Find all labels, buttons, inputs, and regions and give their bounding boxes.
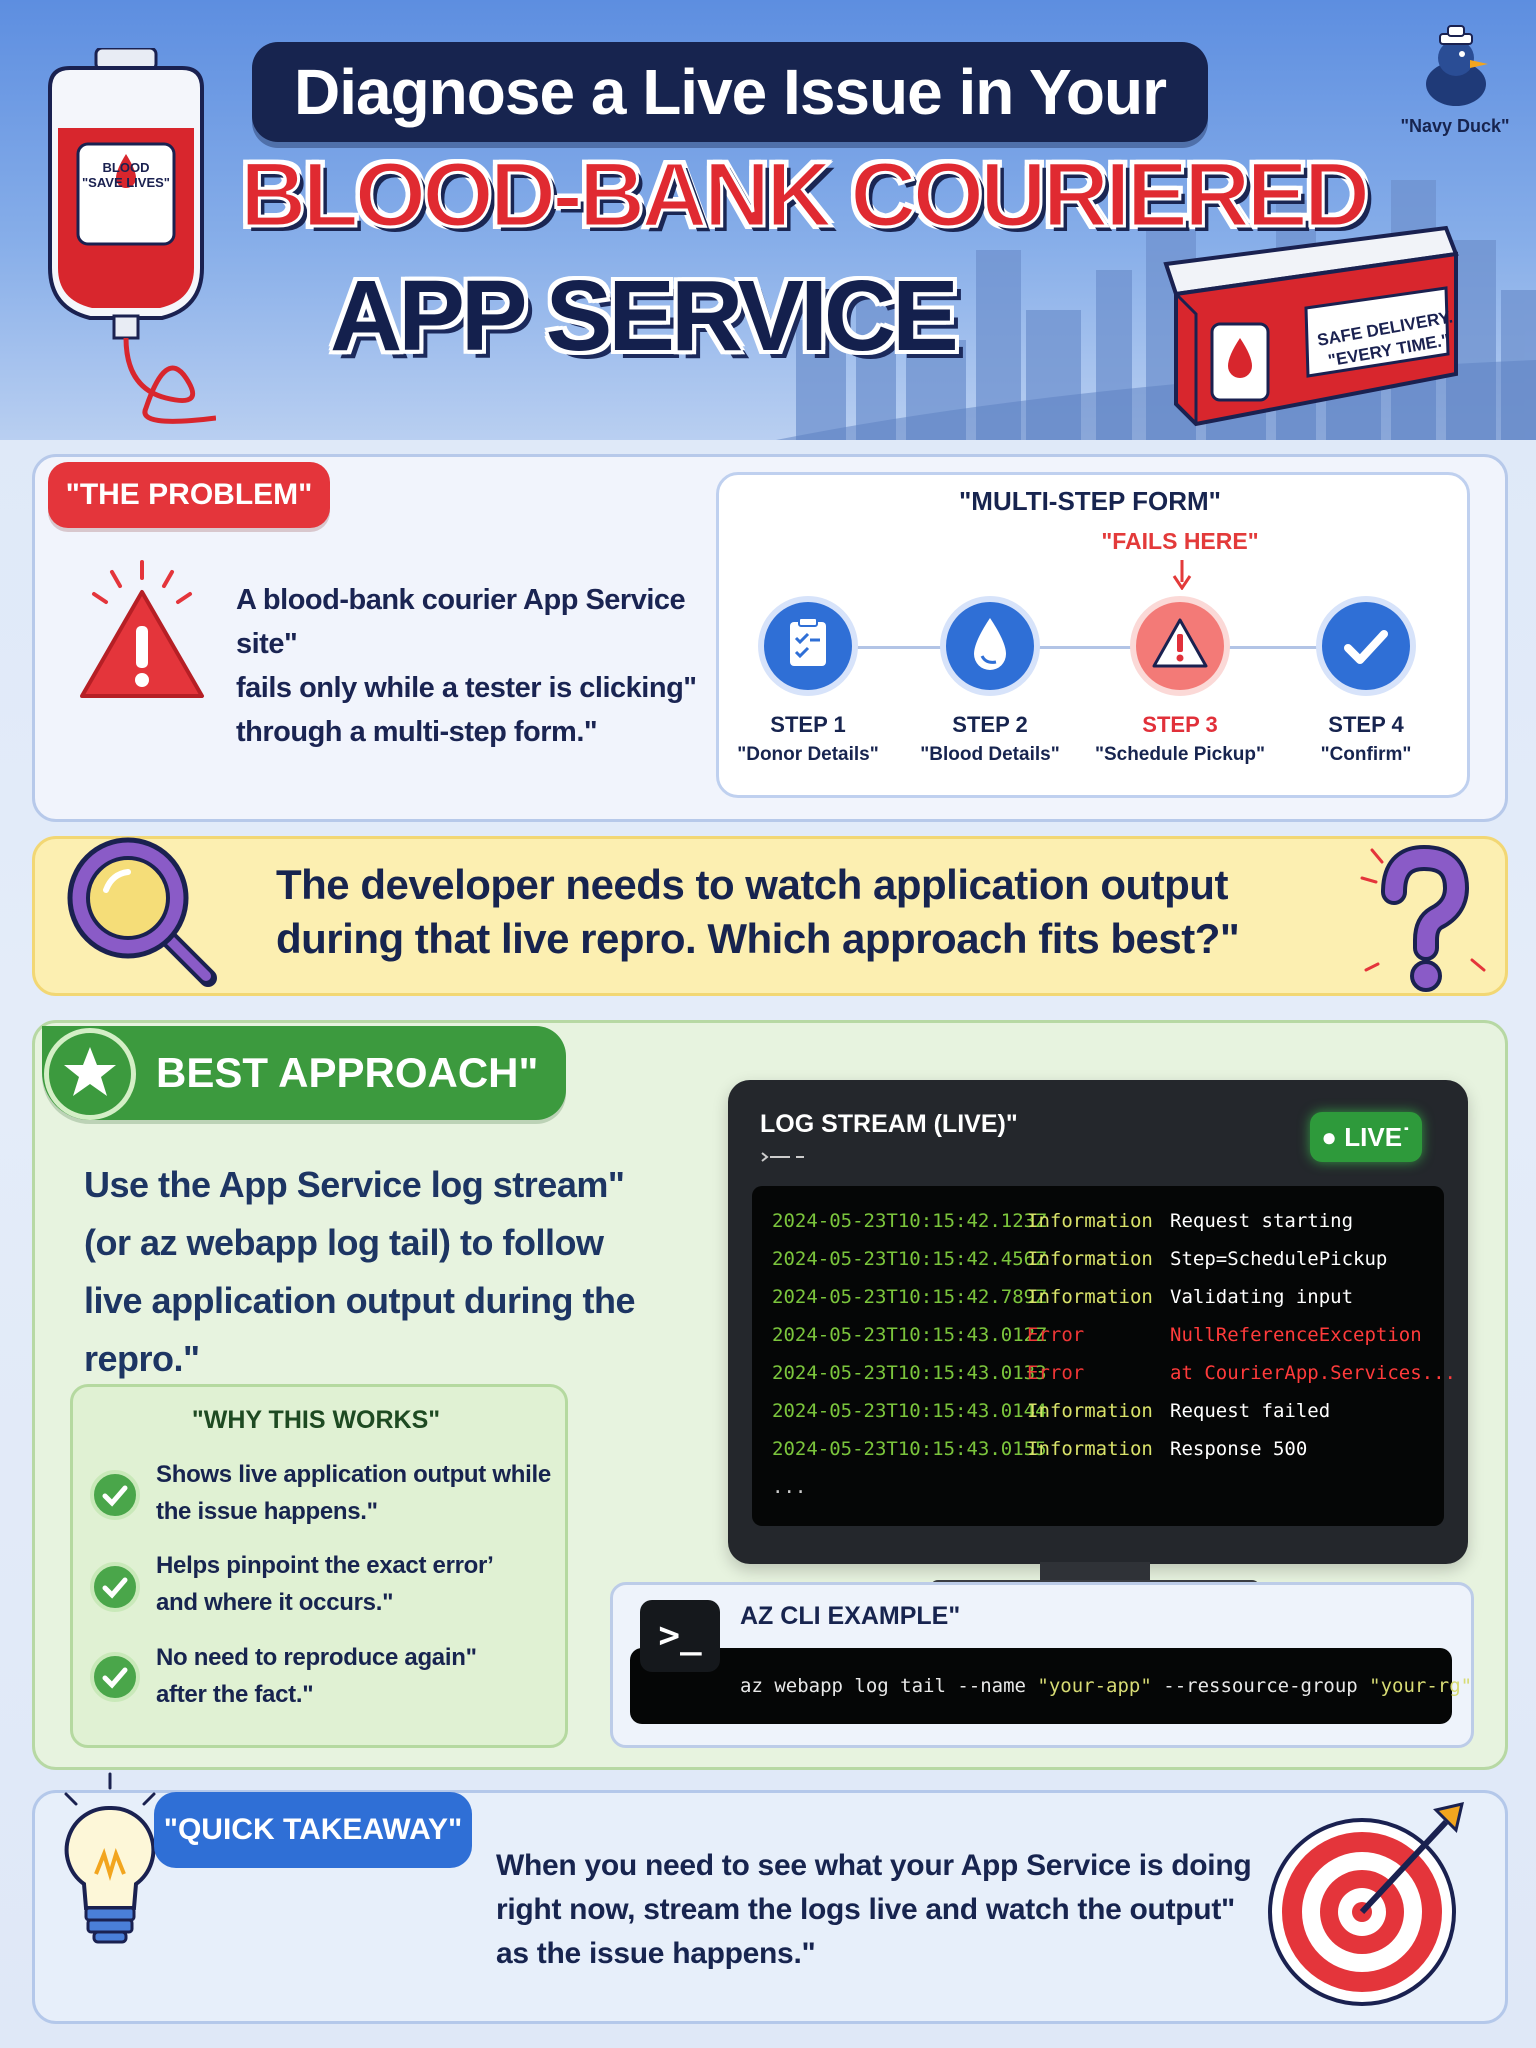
mascot-caption: "Navy Duck"	[1400, 116, 1510, 136]
star-icon	[64, 1047, 116, 1096]
terminal-icon: >_	[640, 1600, 720, 1672]
page-title-line2: BLOOD-BANK COURIERED	[239, 143, 1372, 248]
warning-icon	[1152, 618, 1208, 668]
clipboard-icon	[790, 617, 826, 666]
log-output-screen[interactable]	[752, 1186, 1444, 1526]
step-1-sub: "Donor Details"	[737, 744, 879, 765]
step-4-label: STEP 4	[1328, 712, 1404, 737]
header-banner: BLOOD "SAVE LIVES" Diagnose a Live Issue…	[0, 0, 1536, 440]
navy-duck-mascot-icon	[1426, 25, 1488, 106]
lightbulb-icon	[64, 1772, 156, 1944]
magnifying-glass-icon	[67, 837, 217, 987]
title-background-pill	[252, 42, 1208, 142]
live-status-badge: ● LIVE˙	[1310, 1112, 1422, 1162]
blood-bag-label: BLOOD "SAVE LIVES"	[82, 160, 170, 190]
best-approach-text: Use the App Service log stream" (or az w…	[84, 1164, 635, 1379]
step-4-sub: "Confirm"	[1320, 744, 1412, 765]
cursor-dash-icon	[761, 1152, 804, 1162]
step-1-circle	[758, 596, 858, 696]
check-icon	[90, 1470, 140, 1520]
step-3-circle	[1130, 596, 1230, 696]
question-section	[32, 836, 1508, 996]
problem-description: A blood-bank courier App Service site" f…	[236, 584, 697, 748]
check-icon	[90, 1652, 140, 1702]
problem-badge: "THE PROBLEM"	[48, 462, 330, 528]
cli-command[interactable]: az webapp log tail --name "your-app" --r…	[630, 1648, 1472, 1724]
monitor-stand	[1040, 1562, 1150, 1584]
cli-title: AZ CLI EXAMPLE"	[740, 1602, 961, 1630]
step-2-label: STEP 2	[952, 712, 1028, 737]
step-connector-line	[820, 646, 1360, 649]
checkmark-icon	[1344, 630, 1388, 664]
fails-here-label: "FAILS HERE"	[1101, 528, 1259, 554]
cooler-box-illustration	[1163, 225, 1459, 427]
question-mark-icon	[1360, 844, 1486, 992]
live-dot-icon: ●	[1321, 1122, 1338, 1152]
form-title: "MULTI-STEP FORM"	[958, 486, 1221, 516]
page-title-line1: Diagnose a Live Issue in Your	[293, 56, 1167, 128]
step-3-label: STEP 3	[1142, 712, 1218, 737]
log-ellipsis: ...	[772, 1476, 807, 1498]
step-2-sub: "Blood Details"	[920, 744, 1060, 765]
step-2-circle	[940, 596, 1040, 696]
step-3-sub: "Schedule Pickup"	[1094, 744, 1266, 765]
blood-bag-illustration	[48, 48, 216, 424]
step-4-circle	[1316, 596, 1416, 696]
check-icon	[90, 1562, 140, 1612]
blood-drop-icon	[974, 618, 1006, 670]
step-1-label: STEP 1	[770, 712, 846, 737]
why-title: "WHY THIS WORKS"	[191, 1406, 441, 1434]
arrow-down-icon	[1172, 560, 1192, 590]
why-this-works-box	[70, 1384, 568, 1748]
takeaway-text: When you need to see what your App Servi…	[496, 1849, 1252, 1970]
page-title-line3: APP SERVICE	[330, 260, 959, 372]
target-icon	[1268, 1801, 1465, 2006]
question-text: The developer needs to watch application…	[276, 861, 1240, 962]
star-badge	[44, 1028, 136, 1120]
log-stream-title: LOG STREAM (LIVE)"	[760, 1110, 1018, 1138]
warning-triangle-icon	[80, 560, 204, 698]
takeaway-badge: "QUICK TAKEAWAY"	[154, 1792, 472, 1868]
